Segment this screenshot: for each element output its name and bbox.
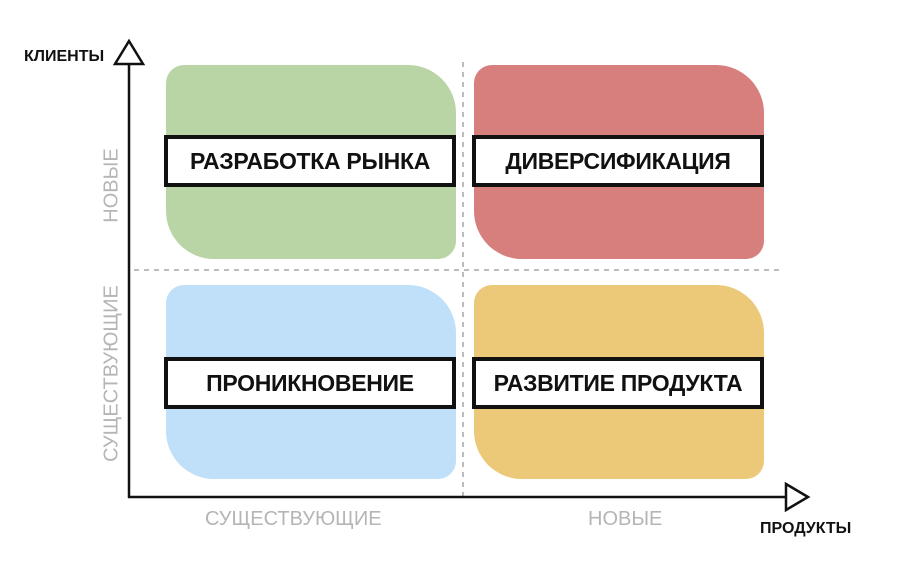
y-tick-new: НОВЫЕ [100, 148, 123, 223]
label-market-penetration: ПРОНИКНОВЕНИЕ [164, 357, 456, 409]
y-axis-arrow-icon [112, 38, 146, 66]
y-axis-title: КЛИЕНТЫ [24, 48, 105, 65]
x-axis-title: ПРОДУКТЫ [760, 520, 852, 537]
y-tick-existing: СУЩЕСТВУЮЩИЕ [100, 285, 123, 462]
label-market-development: РАЗРАБОТКА РЫНКА [164, 135, 456, 187]
x-axis-arrow-icon [784, 481, 811, 513]
label-product-development: РАЗВИТИЕ ПРОДУКТА [472, 357, 764, 409]
label-diversification: ДИВЕРСИФИКАЦИЯ [472, 135, 764, 187]
x-tick-new: НОВЫЕ [588, 508, 663, 530]
x-tick-existing: СУЩЕСТВУЮЩИЕ [205, 508, 382, 530]
